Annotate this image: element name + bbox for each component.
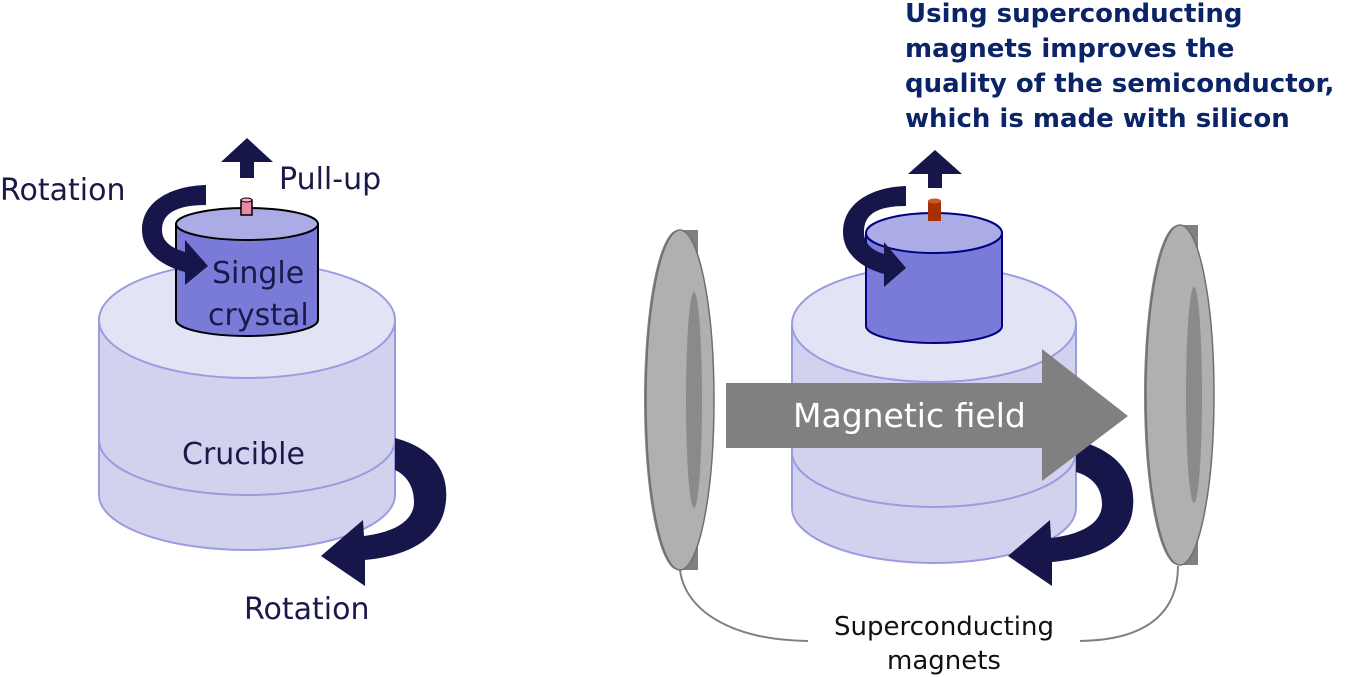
headline-line-3: quality of the semiconductor, <box>905 69 1334 99</box>
seed-left <box>240 197 253 216</box>
rotation-arrow-bottom-left <box>321 438 447 586</box>
crucible-label: Crucible <box>182 437 305 472</box>
headline-line-2: magnets improves the <box>905 34 1234 64</box>
superconducting-magnet-right <box>1144 224 1215 566</box>
rotation-arrow-bottom-right <box>1008 440 1134 586</box>
magnetic-field-label: Magnetic field <box>793 396 1026 435</box>
magnets-label-line-1: Superconducting <box>834 612 1054 642</box>
rotation-arrow-top-left <box>142 185 208 285</box>
rotation-label-bottom: Rotation <box>244 592 369 627</box>
rotation-label-top: Rotation <box>0 173 125 208</box>
pull-up-label: Pull-up <box>279 162 381 197</box>
right-setup: Magnetic field Superconducting magnets <box>644 150 1215 676</box>
pull-up-arrow-left <box>221 138 273 178</box>
crystal-label-line-1: Single <box>212 256 304 291</box>
seed-right <box>928 198 941 221</box>
rotation-arrow-top-right <box>843 186 906 287</box>
magnets-label-line-2: magnets <box>887 646 1001 676</box>
left-setup: Rotation Pull-up Single crystal Crucible… <box>0 138 447 627</box>
headline-line-1: Using superconducting <box>905 0 1243 29</box>
headline-line-4: which is made with silicon <box>905 104 1290 134</box>
magnets-connector <box>679 565 1179 642</box>
single-crystal-right <box>865 212 1003 344</box>
crystal-label-line-2: crystal <box>208 298 309 333</box>
pull-up-arrow-right <box>908 150 962 188</box>
headline: Using superconducting magnets improves t… <box>905 0 1334 134</box>
magnetic-field-arrow <box>726 349 1128 481</box>
superconducting-magnet-left <box>644 229 715 571</box>
